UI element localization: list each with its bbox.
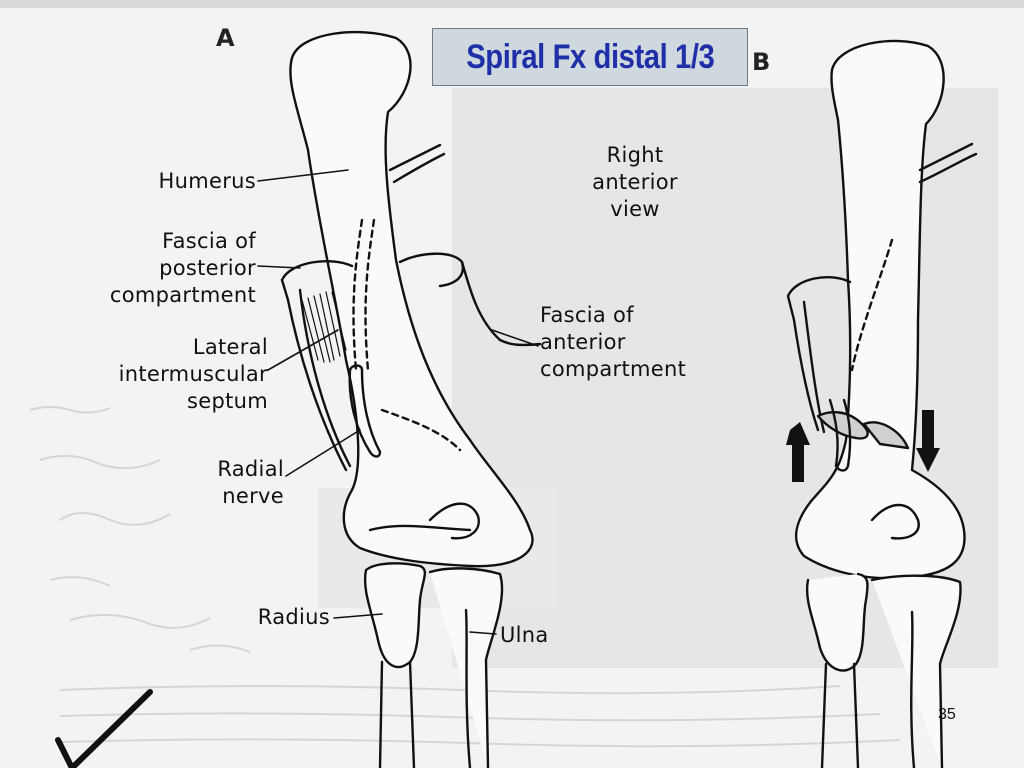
fascia-posterior-a: [280, 252, 542, 472]
radial-nerve-a: [348, 143, 462, 458]
label-line: Lateral: [192, 335, 268, 359]
slide-title: Spiral Fx distal 1/3: [465, 37, 715, 76]
label-ulna: Ulna: [500, 623, 549, 647]
label-line: view: [610, 197, 660, 221]
label-line: Right: [606, 143, 664, 167]
label-line: intermuscular: [118, 362, 268, 386]
label-line: Radial: [217, 457, 284, 481]
label-line: septum: [187, 389, 268, 413]
humerus-b: [795, 39, 966, 580]
panel-a-letter: A: [216, 24, 235, 52]
forearm-bones-b: [805, 572, 962, 768]
label-line: Fascia of: [162, 229, 256, 253]
label-line: compartment: [109, 283, 256, 307]
label-fascia-posterior: Fascia of posterior compartment: [40, 228, 256, 309]
label-radius: Radius: [257, 605, 330, 629]
label-view: Right anterior view: [560, 142, 710, 223]
label-line: posterior: [159, 256, 256, 280]
label-humerus: Humerus: [158, 169, 256, 193]
humerus-a: [289, 30, 534, 568]
fascia-posterior-b: [786, 275, 852, 434]
label-radial-nerve: Radial nerve: [120, 456, 284, 510]
label-line: compartment: [540, 357, 687, 381]
ulna-a: [428, 567, 504, 768]
leader-lines: [257, 169, 539, 635]
septum-hatching-a: [301, 291, 347, 363]
label-line: anterior: [592, 170, 678, 194]
slide-title-box: Spiral Fx distal 1/3: [432, 28, 748, 86]
label-lateral-septum: Lateral intermuscular septum: [40, 334, 268, 415]
label-line: Fascia of: [540, 303, 634, 327]
displacement-arrows-b: [786, 410, 940, 482]
slide-number: 35: [938, 706, 956, 723]
label-line: nerve: [222, 484, 284, 508]
label-fascia-anterior: Fascia of anterior compartment: [540, 302, 750, 383]
label-line: anterior: [540, 330, 626, 354]
radius-a: [363, 562, 427, 768]
fracture-fragments-b: [816, 142, 978, 472]
panel-b-letter: B: [752, 48, 771, 76]
